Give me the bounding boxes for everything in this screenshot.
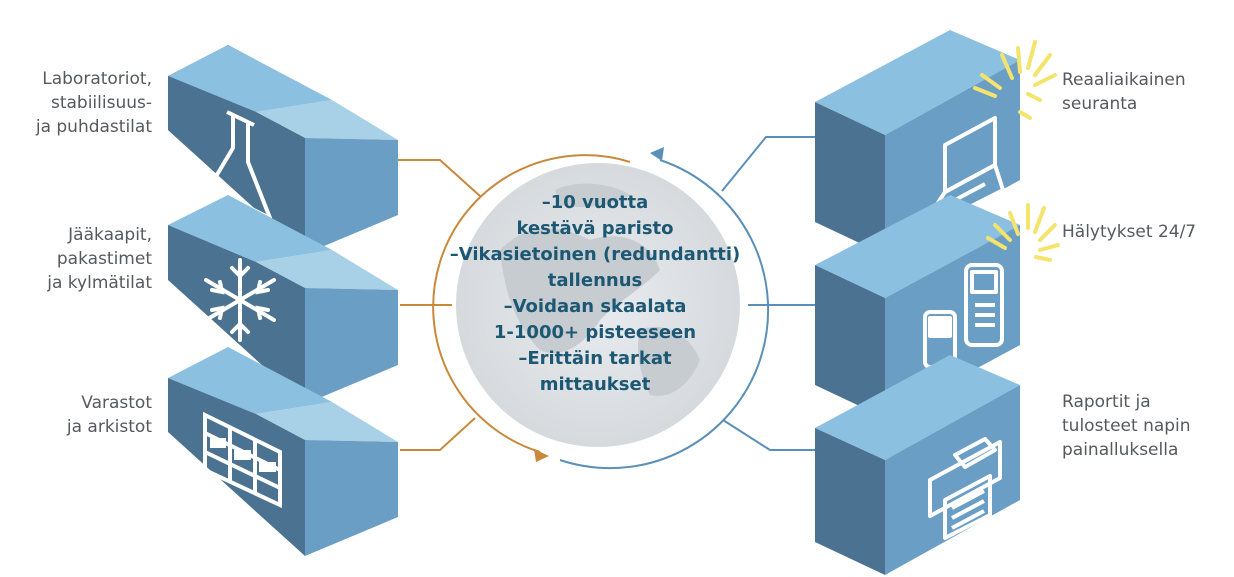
label-cold-storage: Jääkaapit, pakastimet ja kylmätilat bbox=[47, 225, 152, 293]
globe-icon bbox=[456, 163, 740, 447]
feature-line: –Erittäin tarkat bbox=[518, 348, 672, 369]
label-realtime-monitoring: Reaaliaikainen seuranta bbox=[1062, 70, 1186, 114]
blue-arrowhead bbox=[650, 147, 664, 161]
label-reports: Raportit ja tulosteet napin painalluksel… bbox=[1062, 392, 1191, 460]
label-alarms: Hälytykset 24/7 bbox=[1062, 222, 1197, 242]
feature-line: tallennus bbox=[547, 270, 643, 291]
blue-arc bbox=[559, 159, 770, 470]
left-connectors bbox=[395, 159, 481, 451]
shelves-icon bbox=[203, 411, 282, 509]
phones-icon bbox=[923, 263, 1004, 369]
glow-rays-alarms bbox=[986, 203, 1060, 262]
label-warehouses: Varastot ja arkistot bbox=[66, 393, 152, 437]
center-features-text: –10 vuotta kestävä paristo –Vikasietoine… bbox=[430, 190, 760, 398]
right-connectors bbox=[721, 136, 820, 451]
feature-line: –Voidaan skaalata bbox=[503, 296, 687, 317]
feature-line: –10 vuotta bbox=[541, 192, 649, 213]
printer-icon bbox=[928, 437, 1002, 540]
building-lab bbox=[168, 45, 398, 254]
label-laboratories: Laboratoriot, stabiilisuus- ja puhdastil… bbox=[35, 69, 152, 137]
feature-line: kestävä paristo bbox=[516, 218, 674, 239]
feature-line: –Vikasietoinen (redundantti) bbox=[449, 244, 741, 265]
feature-line: 1-1000+ pisteeseen bbox=[493, 322, 697, 343]
orange-arrowhead bbox=[534, 449, 549, 462]
block-reports bbox=[815, 355, 1020, 575]
orange-arc bbox=[432, 154, 631, 453]
snowflake-icon bbox=[204, 258, 276, 342]
block-monitoring bbox=[815, 30, 1020, 255]
feature-line: mittaukset bbox=[539, 374, 651, 395]
glow-rays-monitoring bbox=[973, 40, 1057, 120]
building-cold bbox=[168, 195, 398, 404]
